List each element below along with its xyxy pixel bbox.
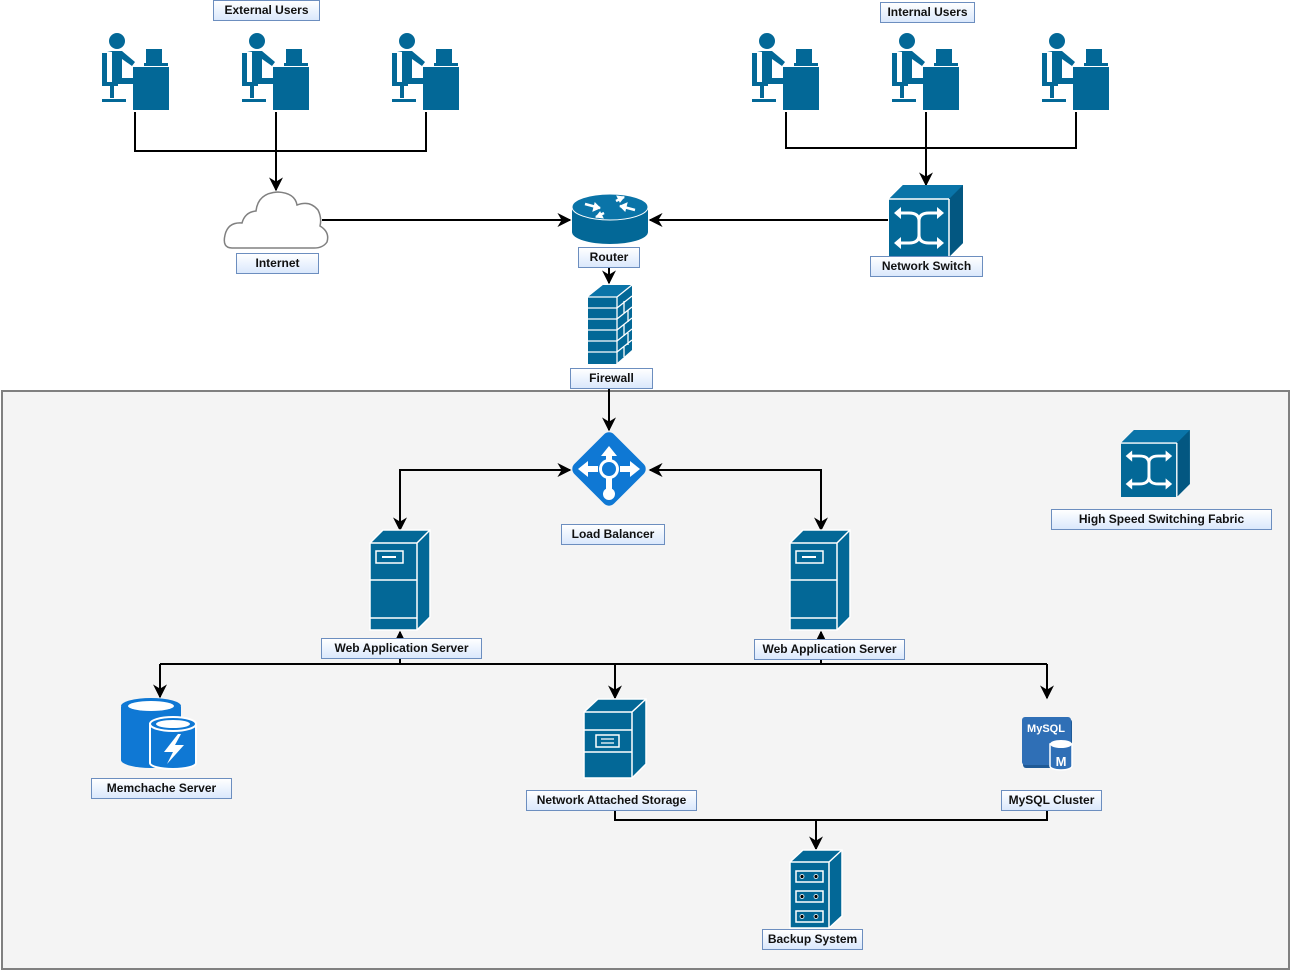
data-center-zone: [1, 390, 1290, 970]
router-icon[interactable]: [571, 193, 649, 244]
edge-internal-users-bus: [785, 112, 1077, 149]
memcache-icon[interactable]: [121, 698, 197, 770]
internal-user-icon[interactable]: [752, 33, 819, 110]
edge-external-users-bus: [134, 112, 427, 152]
load-balancer-label: Load Balancer: [561, 524, 665, 545]
nas-icon[interactable]: [583, 698, 647, 779]
edges: [134, 112, 1077, 851]
load-balancer-icon[interactable]: [569, 429, 648, 508]
switching-fabric-label: High Speed Switching Fabric: [1051, 509, 1272, 530]
router-label: Router: [578, 247, 640, 268]
internet-label: Internet: [236, 253, 319, 274]
memcache-label: Memchache Server: [91, 778, 232, 799]
edge-storage-bus: [614, 808, 1048, 821]
web-server-2-label: Web Application Server: [754, 639, 905, 660]
nas-label: Network Attached Storage: [526, 790, 697, 811]
mysql-cluster-label: MySQL Cluster: [1001, 790, 1102, 811]
network-switch-icon[interactable]: [887, 183, 965, 259]
network-switch-label: Network Switch: [870, 256, 983, 277]
mysql-icon-text: MySQL: [1027, 723, 1065, 735]
backup-system-icon[interactable]: [789, 849, 843, 929]
backup-system-label: Backup System: [762, 929, 863, 950]
mysql-badge-text: M: [1056, 754, 1067, 769]
internet-cloud-icon[interactable]: [223, 191, 329, 249]
switching-fabric-icon[interactable]: [1119, 428, 1192, 499]
edge-lb-to-web-server-2: [648, 463, 828, 532]
mysql-icon[interactable]: MySQL M: [1022, 717, 1073, 771]
internal-users-label: Internal Users: [880, 2, 975, 23]
external-user-icon[interactable]: [392, 33, 459, 110]
external-users-label: External Users: [213, 0, 320, 21]
internal-user-icon[interactable]: [892, 33, 959, 110]
web-server-1-label: Web Application Server: [321, 638, 482, 659]
web-server-1-icon[interactable]: [369, 529, 431, 631]
external-user-icon[interactable]: [242, 33, 309, 110]
edge-lb-to-web-server-1: [393, 463, 572, 532]
web-server-2-icon[interactable]: [789, 529, 851, 631]
external-user-icon[interactable]: [102, 33, 169, 110]
firewall-label: Firewall: [570, 368, 653, 389]
internal-user-icon[interactable]: [1042, 33, 1109, 110]
firewall-icon[interactable]: [588, 284, 633, 364]
